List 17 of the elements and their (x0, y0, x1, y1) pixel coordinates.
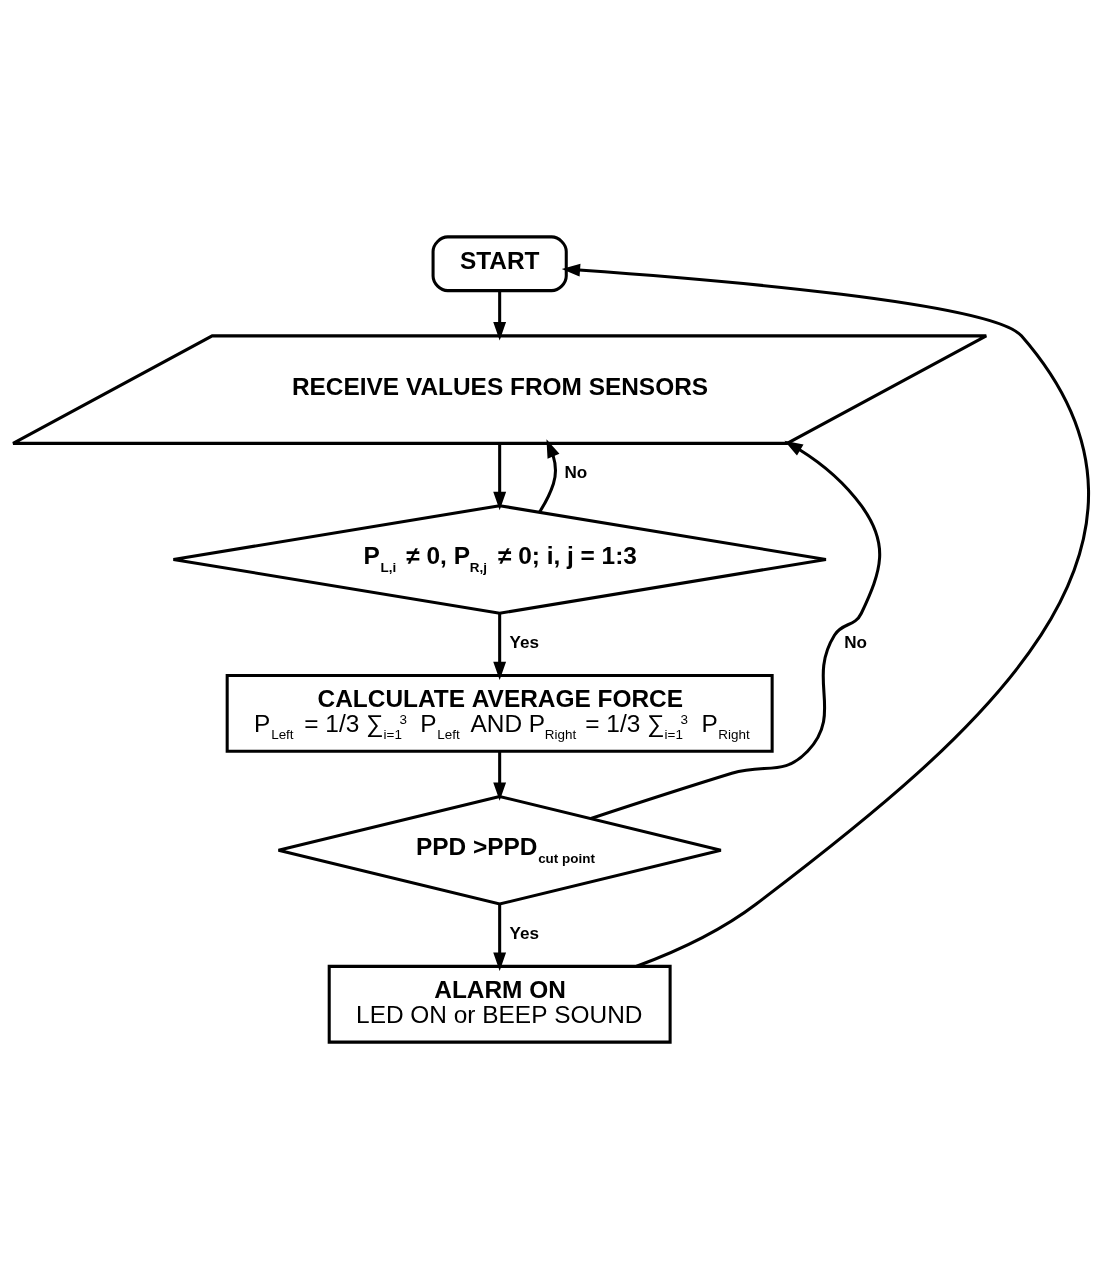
node-diamond: P$_{L,i}$ ≠ 0, P$_{R,j}$ ≠ 0; i, j = 1:3 (171, 503, 828, 615)
node-box: ALARM ON LED ON or BEEP SOUND (327, 964, 672, 1044)
edge-label: Yes (509, 632, 539, 652)
arrow (493, 612, 507, 680)
edge-label: No (564, 462, 588, 482)
arrow (493, 750, 507, 801)
arrow (538, 438, 560, 513)
node-box: CALCULATE AVERAGE FORCE P$_{Left}$ = 1/3 ∑$_{i=1}$$^{3}$ P$_{Left}$ AND P$_{Right}$ = 1/3 ∑$_{i=1}$$^{3}$ P$_{Right}$ (225, 673, 774, 753)
arrow (493, 443, 507, 510)
arrow (493, 290, 507, 340)
arrow (493, 903, 507, 971)
edge-label: Yes (509, 923, 539, 942)
arrow (561, 263, 1090, 968)
node-diamond: PPD >PPD$_{cut point}$ (276, 794, 723, 906)
node-box: START (431, 234, 568, 292)
edge-label: No (844, 632, 868, 652)
arrow (590, 440, 882, 820)
